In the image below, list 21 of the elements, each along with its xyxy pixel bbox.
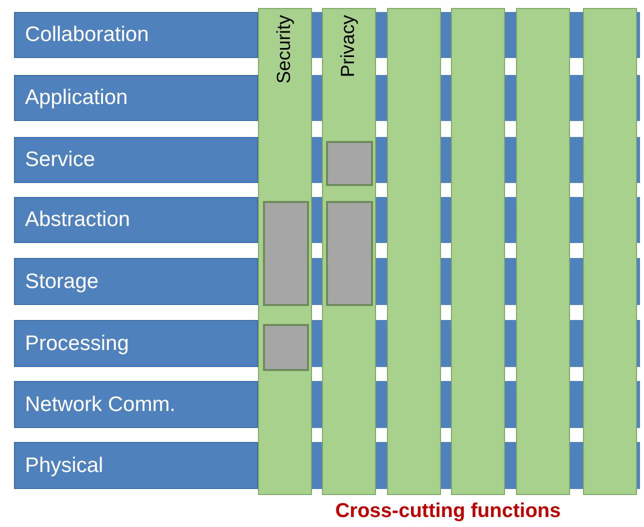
function-column xyxy=(516,8,570,495)
column-label: Privacy xyxy=(338,15,360,78)
function-block xyxy=(263,324,309,371)
layer-bar: Physical xyxy=(14,442,258,489)
column-label: Security xyxy=(274,15,296,84)
function-block xyxy=(326,141,373,186)
function-column xyxy=(451,8,505,495)
function-block xyxy=(263,201,309,306)
layer-bar: Abstraction xyxy=(14,197,258,243)
layer-bar: Application xyxy=(14,75,258,121)
function-column xyxy=(322,8,376,495)
layer-bar: Storage xyxy=(14,258,258,305)
function-block xyxy=(326,201,373,306)
function-column xyxy=(387,8,441,495)
function-column xyxy=(258,8,312,495)
caption: Cross-cutting functions xyxy=(334,500,562,523)
function-column xyxy=(583,8,637,495)
layer-bar: Network Comm. xyxy=(14,381,258,428)
layer-bar: Collaboration xyxy=(14,12,258,58)
layer-bar: Processing xyxy=(14,320,258,367)
layer-bar: Service xyxy=(14,137,258,183)
